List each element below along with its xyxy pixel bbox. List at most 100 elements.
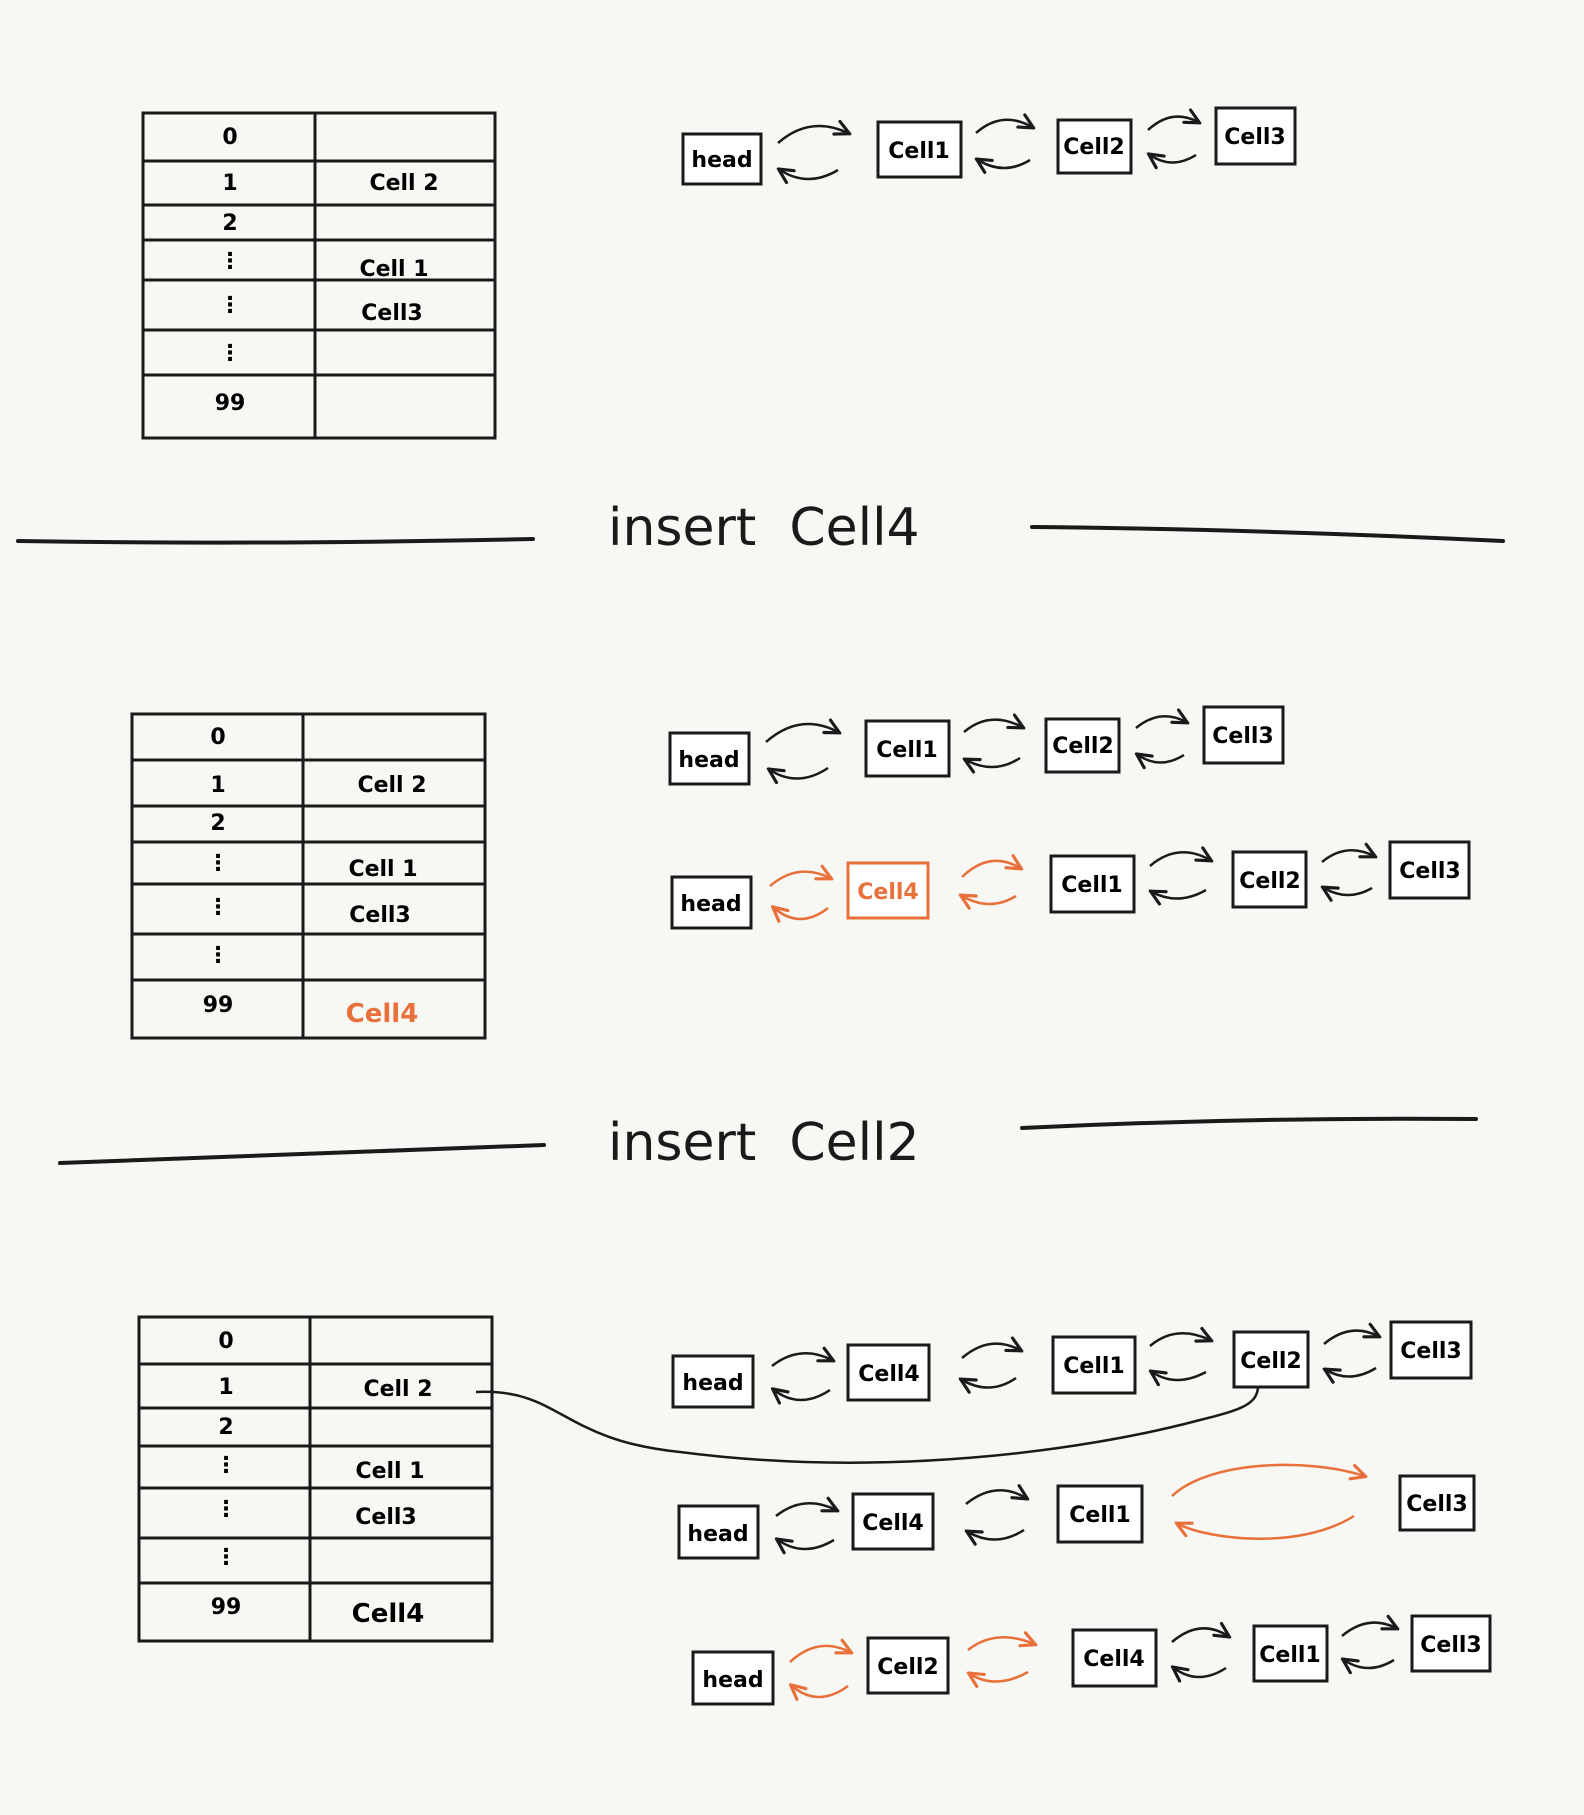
list-node: Cell3 (1410, 1614, 1492, 1673)
svg-text:Cell4: Cell4 (862, 1511, 923, 1536)
list-node: Cell4 (846, 861, 930, 920)
table-index: ⋮ (207, 895, 229, 920)
list-node: Cell3 (1202, 705, 1285, 765)
section-insert-cell2: 0 1 2 ⋮ ⋮ ⋮ 99 Cell 2 Cell 1 Cell3 Cell4… (137, 1315, 1492, 1706)
bidirectional-arrow-icon (769, 872, 830, 919)
svg-text:Cell3: Cell3 (1400, 1339, 1461, 1364)
divider-label: insert Cell4 (608, 498, 920, 558)
divider-label: insert Cell2 (608, 1113, 920, 1173)
svg-text:head: head (702, 1668, 763, 1693)
table-index: 99 (203, 993, 234, 1018)
bidirectional-arrow-icon (765, 724, 838, 779)
table-value: Cell3 (361, 301, 422, 326)
svg-text:Cell1: Cell1 (1061, 873, 1122, 898)
svg-text:Cell4: Cell4 (858, 1362, 919, 1387)
list-node: Cell4 (1071, 1628, 1158, 1688)
table-value: Cell 2 (357, 773, 426, 798)
svg-text:Cell4: Cell4 (1083, 1647, 1144, 1672)
svg-text:Cell1: Cell1 (876, 738, 937, 763)
table-value: Cell3 (349, 903, 410, 928)
svg-text:Cell3: Cell3 (1406, 1492, 1467, 1517)
table-value: Cell 1 (348, 857, 417, 882)
table-index: ⋮ (219, 249, 241, 274)
table-index: 0 (222, 125, 237, 150)
svg-text:Cell2: Cell2 (1063, 135, 1124, 160)
bidirectional-arrow-icon (776, 1503, 836, 1549)
bidirectional-arrow-icon (964, 720, 1022, 767)
list-node: Cell1 (876, 120, 963, 179)
svg-text:Cell1: Cell1 (1259, 1643, 1320, 1668)
bidirectional-arrow-icon (966, 1490, 1026, 1539)
table-index: 1 (210, 773, 225, 798)
svg-text:Cell2: Cell2 (877, 1655, 938, 1680)
list-node: head (668, 731, 751, 786)
bidirectional-arrow-icon (1324, 1331, 1378, 1377)
table-index: 2 (222, 211, 237, 236)
svg-text:Cell4: Cell4 (857, 880, 918, 905)
table-value: Cell 2 (363, 1377, 432, 1402)
list-node: Cell3 (1214, 106, 1297, 166)
section-insert-cell4: 0 1 2 ⋮ ⋮ ⋮ 99 Cell 2 Cell 1 Cell3 Cell4… (130, 705, 1471, 1040)
svg-text:Cell1: Cell1 (1069, 1503, 1130, 1528)
svg-text:Cell2: Cell2 (1052, 734, 1113, 759)
table-index: ⋮ (215, 1497, 237, 1522)
list-node: Cell4 (851, 1492, 935, 1551)
list-node: Cell3 (1388, 840, 1471, 900)
svg-text:head: head (678, 748, 739, 773)
table-index: 2 (218, 1415, 233, 1440)
table-index: ⋮ (207, 943, 229, 968)
list-node: Cell1 (1049, 854, 1136, 914)
list-node: Cell2 (866, 1636, 950, 1695)
table-value: Cell 1 (355, 1459, 424, 1484)
hash-table: 0 1 2 ⋮ ⋮ ⋮ 99 Cell 2 Cell 1 Cell3 (141, 111, 497, 440)
list-node: Cell1 (1056, 1484, 1144, 1544)
bidirectional-arrow-icon (1342, 1623, 1396, 1668)
list-node: Cell2 (1056, 118, 1133, 175)
table-value: Cell4 (352, 1599, 425, 1629)
bidirectional-arrow-icon (778, 126, 848, 179)
bidirectional-arrow-icon (1172, 1628, 1228, 1677)
table-index: 1 (218, 1375, 233, 1400)
table-index: 1 (222, 171, 237, 196)
bidirectional-arrow-icon (962, 1344, 1020, 1388)
table-value: Cell 1 (359, 257, 428, 282)
bidirectional-arrow-icon (962, 861, 1020, 904)
table-index: 0 (210, 725, 225, 750)
bidirectional-arrow-icon (772, 1353, 832, 1400)
list-node: head (691, 1650, 775, 1706)
svg-text:Cell2: Cell2 (1240, 1349, 1301, 1374)
table-index: ⋮ (215, 1453, 237, 1478)
list-node: Cell1 (864, 719, 951, 778)
divider-insert-cell4: insert Cell4 (16, 498, 1505, 558)
svg-text:Cell2: Cell2 (1239, 869, 1300, 894)
table-index: 99 (211, 1595, 242, 1620)
list-node: Cell3 (1389, 1320, 1473, 1380)
table-index: ⋮ (219, 293, 241, 318)
table-value: Cell 2 (369, 171, 438, 196)
list-node: head (670, 875, 753, 930)
table-index: 99 (215, 391, 246, 416)
table-value: Cell3 (355, 1505, 416, 1530)
svg-text:Cell3: Cell3 (1399, 859, 1460, 884)
list-node: head (677, 1504, 760, 1560)
bidirectional-arrow-icon (1150, 852, 1210, 898)
svg-text:head: head (691, 148, 752, 173)
table-index: ⋮ (215, 1545, 237, 1570)
section-initial: 0 1 2 ⋮ ⋮ ⋮ 99 Cell 2 Cell 1 Cell3 head (141, 106, 1297, 440)
svg-text:head: head (680, 892, 741, 917)
list-node: Cell1 (1252, 1624, 1329, 1683)
table-index: ⋮ (207, 851, 229, 876)
linked-list: head Cell1 Cell2 (681, 106, 1297, 186)
svg-text:Cell3: Cell3 (1224, 125, 1285, 150)
list-node: Cell2 (1232, 1330, 1310, 1389)
table-index: 2 (210, 811, 225, 836)
list-node: head (671, 1354, 755, 1409)
linked-list: head Cell4 Cell1 (671, 1320, 1473, 1409)
table-value: Cell4 (346, 999, 419, 1029)
bidirectional-arrow-icon (790, 1646, 850, 1697)
list-node: head (681, 132, 763, 186)
bidirectional-arrow-icon (1150, 1333, 1210, 1380)
linked-list: head Cell1 Cell2 (668, 705, 1285, 786)
table-index: 0 (218, 1329, 233, 1354)
